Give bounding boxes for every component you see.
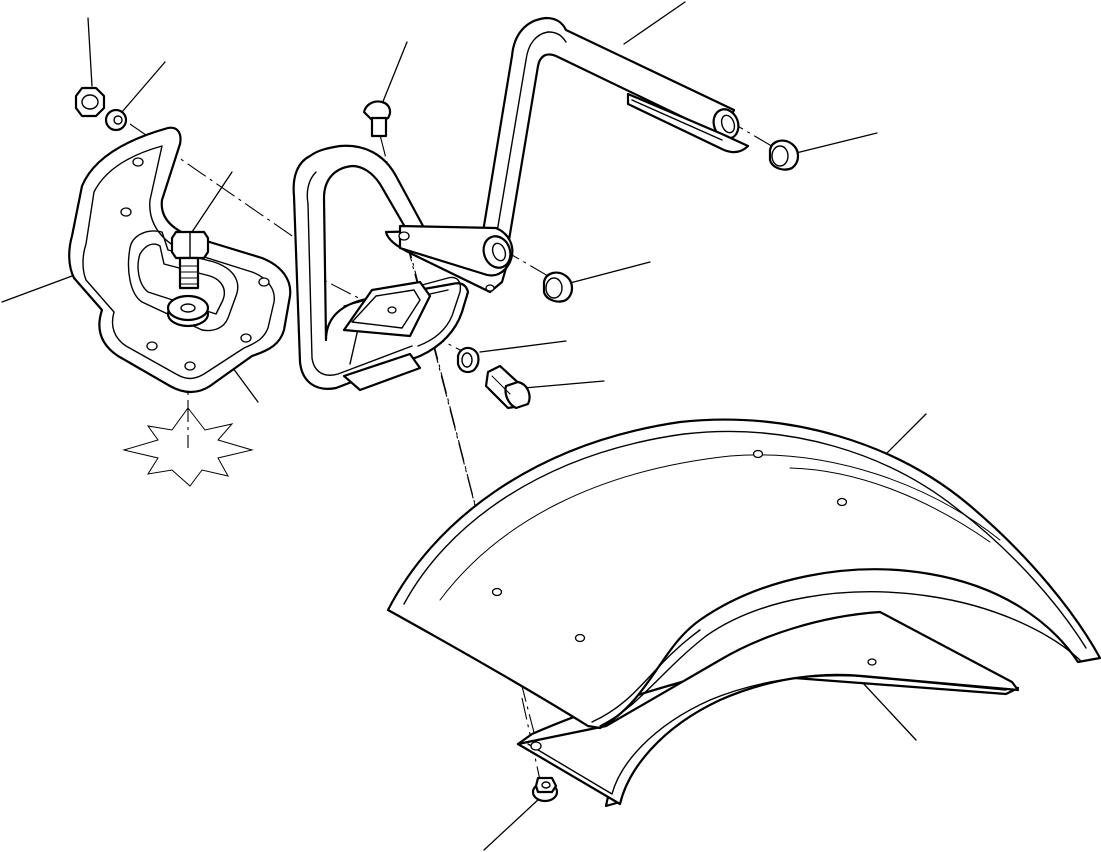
fender-hole-3 bbox=[752, 449, 764, 459]
leader-fender-liner bbox=[861, 681, 917, 741]
leader-bracket-plate bbox=[1, 275, 73, 303]
bracket-hole-5 bbox=[146, 341, 158, 351]
fender-hole-1 bbox=[491, 587, 503, 597]
leader-washer bbox=[121, 61, 166, 113]
end-cap-lower bbox=[542, 271, 574, 303]
fender-hole-4 bbox=[836, 497, 848, 507]
leader-hex-bolt bbox=[523, 380, 605, 389]
fender bbox=[386, 418, 1101, 730]
leader-handrail-tube bbox=[623, 1, 686, 45]
bolt bbox=[170, 230, 210, 290]
leader-end-cap-lower bbox=[569, 261, 651, 284]
flange-nut bbox=[531, 776, 559, 803]
leader-flange-nut bbox=[483, 797, 541, 851]
ground-symbol bbox=[122, 407, 254, 487]
bracket-hole-3 bbox=[258, 277, 270, 287]
washer bbox=[104, 108, 128, 132]
leader-lock-nut bbox=[87, 17, 93, 87]
leader-weld-nut bbox=[479, 340, 567, 353]
leader-end-cap-upper bbox=[795, 132, 878, 154]
handrail-tube bbox=[384, 16, 750, 294]
weld-nut bbox=[456, 346, 480, 374]
fender-hole-2 bbox=[574, 633, 586, 643]
spacer-washer bbox=[166, 294, 210, 328]
bracket-hole-2 bbox=[120, 207, 132, 217]
hex-bolt bbox=[484, 364, 531, 410]
bracket-hole-4 bbox=[240, 333, 252, 343]
bracket-hole-6 bbox=[184, 361, 196, 371]
screw bbox=[362, 100, 392, 138]
bracket-hole-1 bbox=[132, 157, 144, 167]
grab-handle bbox=[292, 144, 470, 392]
lock-nut bbox=[74, 86, 106, 118]
leader-bolt bbox=[191, 171, 233, 233]
leader-screw bbox=[381, 41, 408, 105]
end-cap-upper bbox=[768, 139, 800, 171]
